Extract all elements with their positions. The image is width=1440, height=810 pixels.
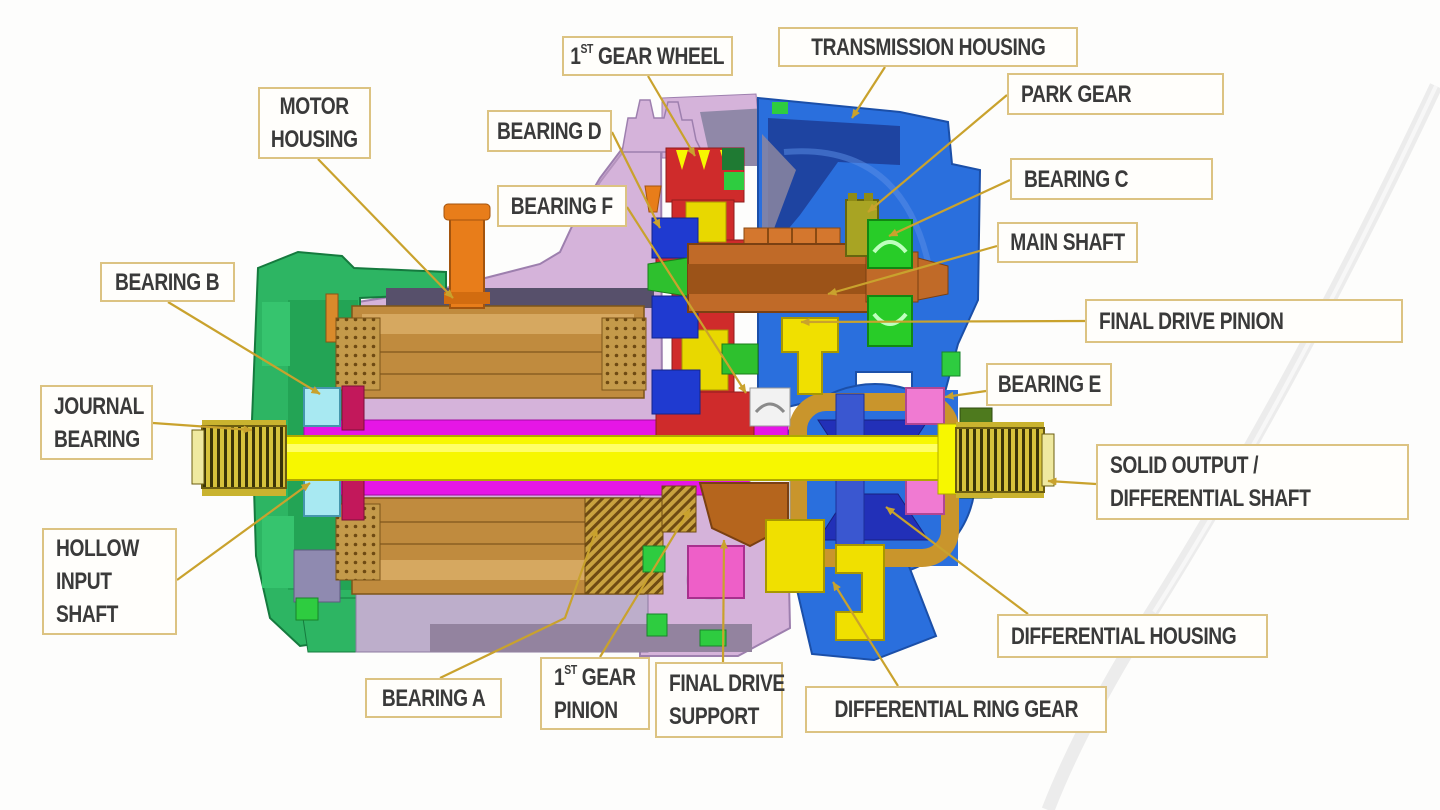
label-text: BEARING E bbox=[997, 371, 1101, 398]
leader-bearing-c bbox=[888, 179, 1011, 237]
leader-hollow-input-shaft bbox=[176, 482, 311, 581]
leader-first-gear-pinion bbox=[599, 508, 691, 658]
final-drive-parts bbox=[687, 317, 885, 641]
label-final-drive-pinion: FINAL DRIVE PINION bbox=[1085, 299, 1403, 343]
label-text: TRANSMISSION HOUSING bbox=[810, 33, 1046, 61]
label-bearing-f: BEARING F bbox=[497, 185, 627, 227]
label-text: HOUSING bbox=[271, 126, 358, 153]
bolts bbox=[295, 545, 727, 647]
label-text: BEARING C bbox=[1024, 165, 1129, 193]
label-bearing-c: BEARING C bbox=[1010, 158, 1213, 200]
label-text: DIFFERENTIAL RING GEAR bbox=[834, 696, 1078, 723]
main-shaft-part bbox=[687, 227, 949, 313]
leader-lines bbox=[152, 66, 1097, 687]
label-bearing-d: BEARING D bbox=[487, 110, 612, 152]
label-text: PINION bbox=[554, 696, 618, 724]
label-main-shaft: MAIN SHAFT bbox=[997, 222, 1138, 263]
leader-first-gear-wheel bbox=[647, 75, 696, 157]
label-journal-bearing: JOURNAL BEARING bbox=[40, 385, 153, 460]
label-final-drive-support: FINAL DRIVE SUPPORT bbox=[655, 662, 785, 738]
label-text: SHAFT bbox=[56, 601, 118, 628]
leader-bearing-f bbox=[626, 206, 747, 394]
coolant-pipe bbox=[443, 185, 662, 309]
label-text: FINAL DRIVE PINION bbox=[1099, 307, 1284, 335]
label-bearing-b: BEARING B bbox=[100, 262, 235, 302]
leader-main-shaft bbox=[827, 244, 998, 296]
leader-journal-bearing bbox=[152, 421, 253, 434]
label-first-gear-pinion: 1ST GEAR PINION bbox=[540, 657, 650, 730]
label-text: FINAL DRIVE bbox=[669, 670, 785, 697]
leader-bearing-e bbox=[944, 389, 987, 400]
leader-differential-ring-gear bbox=[832, 581, 899, 687]
leader-solid-output bbox=[1047, 477, 1097, 486]
leader-final-drive-pinion bbox=[800, 317, 1086, 326]
base-housing-part bbox=[293, 549, 752, 653]
label-solid-output-differential-shaft: SOLID OUTPUT / DIFFERENTIAL SHAFT bbox=[1096, 444, 1409, 520]
leader-final-drive-support bbox=[719, 539, 728, 663]
label-differential-ring-gear: DIFFERENTIAL RING GEAR bbox=[805, 686, 1107, 733]
leader-bearing-b bbox=[167, 301, 321, 395]
label-text: BEARING D bbox=[497, 117, 602, 145]
label-first-gear-wheel: 1ST GEAR WHEEL bbox=[562, 36, 733, 76]
label-text: 1ST GEAR WHEEL bbox=[570, 40, 725, 70]
label-bearing-a: BEARING A bbox=[365, 678, 502, 718]
label-text: HOLLOW bbox=[56, 535, 139, 562]
label-text: DIFFERENTIAL HOUSING bbox=[1011, 622, 1237, 650]
label-park-gear: PARK GEAR bbox=[1007, 73, 1224, 115]
leader-differential-housing bbox=[885, 506, 1029, 615]
label-text: SUPPORT bbox=[669, 703, 760, 730]
leader-bearing-d bbox=[611, 131, 661, 229]
label-text: SOLID OUTPUT / bbox=[1110, 452, 1258, 479]
journal-bearing-part bbox=[303, 385, 365, 521]
leader-bearing-a bbox=[439, 527, 599, 679]
label-text: 1ST GEAR bbox=[554, 661, 636, 691]
label-text: BEARING A bbox=[381, 684, 486, 712]
label-bearing-e: BEARING E bbox=[986, 363, 1112, 406]
label-text: MOTOR bbox=[279, 93, 350, 120]
label-text: INPUT bbox=[56, 568, 112, 595]
label-text: BEARING bbox=[54, 425, 140, 453]
label-differential-housing: DIFFERENTIAL HOUSING bbox=[997, 614, 1268, 658]
label-text: JOURNAL bbox=[54, 392, 145, 420]
label-text: DIFFERENTIAL SHAFT bbox=[1110, 485, 1311, 512]
leader-transmission-housing bbox=[851, 66, 886, 119]
label-text: PARK GEAR bbox=[1021, 80, 1132, 108]
leader-motor-housing bbox=[317, 158, 454, 299]
label-text: BEARING B bbox=[115, 268, 220, 296]
label-text: MAIN SHAFT bbox=[1010, 229, 1125, 256]
label-motor-housing: MOTOR HOUSING bbox=[258, 87, 371, 159]
shaft-part bbox=[191, 420, 1055, 498]
label-transmission-housing: TRANSMISSION HOUSING bbox=[778, 27, 1078, 67]
label-text: BEARING F bbox=[511, 192, 613, 220]
label-hollow-input-shaft: HOLLOW INPUT SHAFT bbox=[42, 528, 177, 635]
leader-park-gear bbox=[867, 94, 1008, 213]
